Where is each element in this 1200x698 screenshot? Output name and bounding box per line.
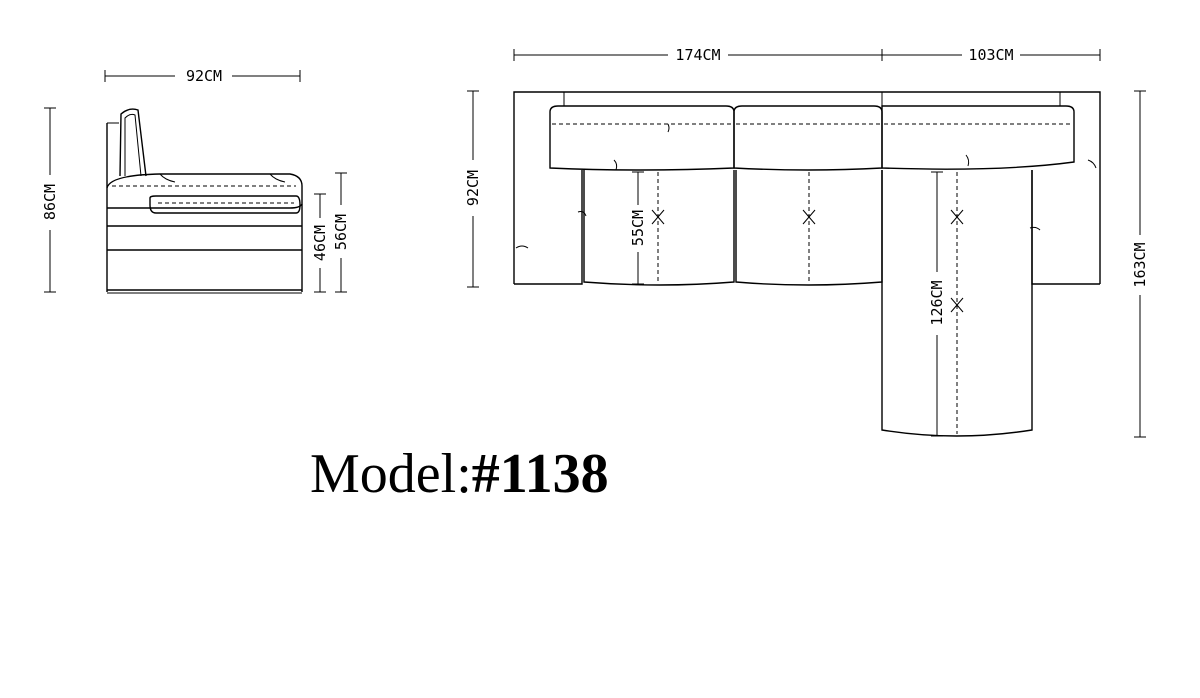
arm-height-dimension: 56CM <box>332 172 350 293</box>
arm-height-label: 56CM <box>332 214 350 250</box>
side-width-dimension: 92CM <box>104 67 301 85</box>
seat-height-label: 46CM <box>311 225 329 261</box>
tuft-mark-1 <box>651 209 665 225</box>
seat-depth-label: 55CM <box>629 210 647 246</box>
depth-dimension: 92CM <box>464 90 482 288</box>
side-width-label: 92CM <box>186 67 222 85</box>
tuft-mark-4 <box>950 297 964 313</box>
side-profile <box>106 108 303 294</box>
chaise-width-label: 103CM <box>968 46 1013 64</box>
main-width-dimension: 174CM <box>513 46 883 64</box>
total-depth-label: 163CM <box>1131 242 1149 287</box>
chaise-seat-dimension: 126CM <box>928 171 946 437</box>
top-view: 174CM 103CM 92CM 163CM <box>464 46 1149 438</box>
model-prefix: Model: <box>310 443 472 505</box>
seat-height-dimension: 46CM <box>311 193 329 293</box>
side-height-dimension: 86CM <box>41 107 59 293</box>
seat-depth-dimension: 55CM <box>629 171 647 285</box>
tuft-mark-3 <box>950 209 964 225</box>
depth-label: 92CM <box>464 170 482 206</box>
model-number: #1138 <box>471 443 609 505</box>
tuft-mark-2 <box>802 209 816 225</box>
model-label: Model:#1138 <box>310 442 609 506</box>
chaise-width-dimension: 103CM <box>882 46 1101 64</box>
side-view: 92CM 86CM <box>41 67 350 294</box>
chaise-seat-label: 126CM <box>928 280 946 325</box>
side-height-label: 86CM <box>41 184 59 220</box>
seat-seams <box>651 172 964 434</box>
total-depth-dimension: 163CM <box>1131 90 1149 438</box>
main-width-label: 174CM <box>675 46 720 64</box>
sectional-outline <box>513 91 1101 437</box>
